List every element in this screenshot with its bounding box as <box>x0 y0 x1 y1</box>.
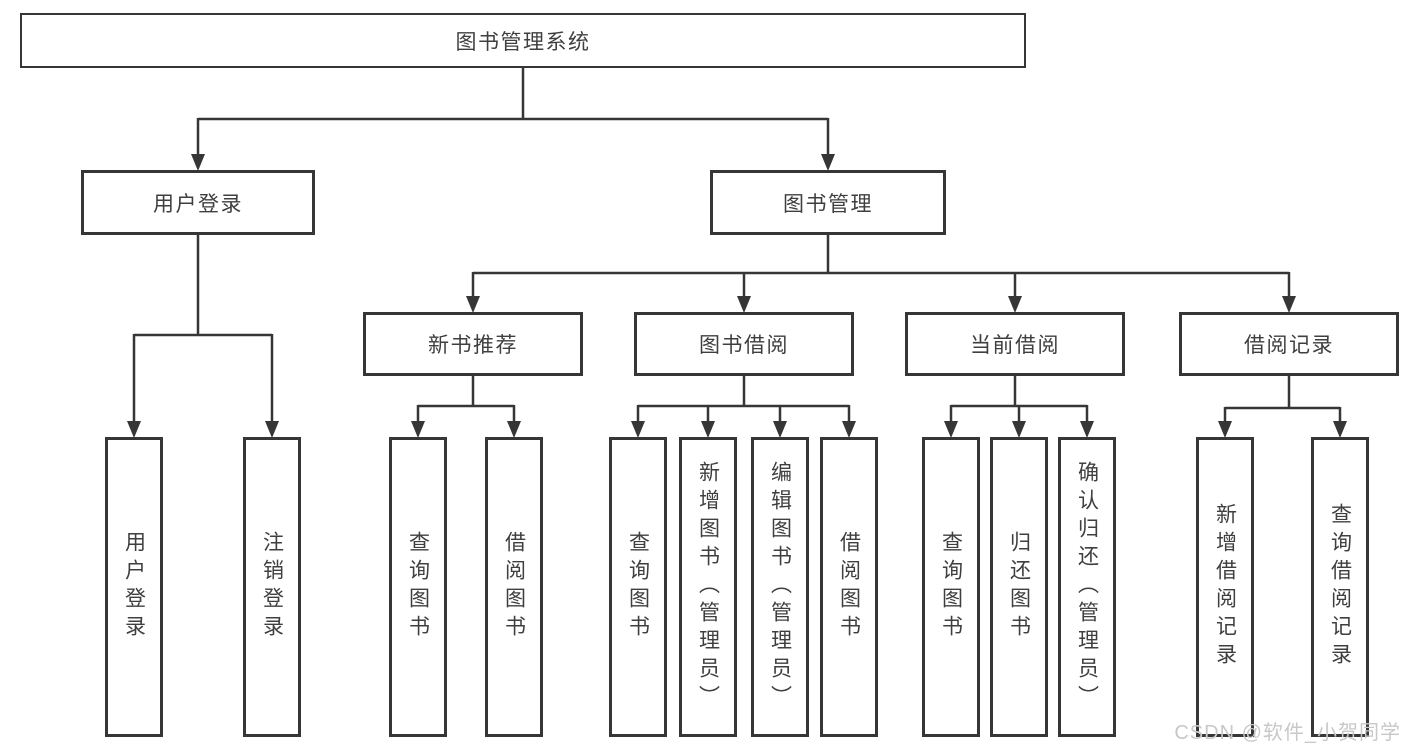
leaf-query-book-borrow-label: 查询图书 <box>626 531 650 643</box>
leaf-logout: 注销登录 <box>243 437 301 737</box>
node-current-borrow-label: 当前借阅 <box>970 334 1060 357</box>
leaf-borrow-book-recommend: 借阅图书 <box>485 437 543 737</box>
leaf-borrow-book: 借阅图书 <box>820 437 878 737</box>
node-user-login-label: 用户登录 <box>153 192 243 216</box>
leaf-query-book-borrow: 查询图书 <box>609 437 667 737</box>
node-user-login: 用户登录 <box>81 170 315 235</box>
node-book-management-label: 图书管理 <box>783 192 873 216</box>
leaf-borrow-book-label: 借阅图书 <box>837 531 861 643</box>
node-new-book-recommend: 新书推荐 <box>363 312 583 376</box>
leaf-user-login: 用户登录 <box>105 437 163 737</box>
leaf-return-book: 归还图书 <box>990 437 1048 737</box>
leaf-edit-book-admin: 编辑图书（管理员） <box>751 437 809 737</box>
leaf-add-borrow-record-label: 新增借阅记录 <box>1213 503 1237 671</box>
leaf-return-book-label: 归还图书 <box>1007 531 1031 643</box>
leaf-edit-book-admin-label: 编辑图书（管理员） <box>768 461 792 713</box>
leaf-query-book-current-label: 查询图书 <box>939 531 963 643</box>
leaf-add-book-admin: 新增图书（管理员） <box>679 437 737 737</box>
leaf-add-borrow-record: 新增借阅记录 <box>1196 437 1254 737</box>
leaf-confirm-return-admin-label: 确认归还（管理员） <box>1075 461 1099 713</box>
node-book-management: 图书管理 <box>710 170 946 235</box>
node-root: 图书管理系统 <box>20 13 1026 68</box>
leaf-user-login-label: 用户登录 <box>122 531 146 643</box>
node-root-label: 图书管理系统 <box>455 30 591 54</box>
leaf-query-book-current: 查询图书 <box>922 437 980 737</box>
leaf-confirm-return-admin: 确认归还（管理员） <box>1058 437 1116 737</box>
leaf-logout-label: 注销登录 <box>260 531 284 643</box>
leaf-query-book-recommend: 查询图书 <box>389 437 447 737</box>
leaf-query-borrow-record-label: 查询借阅记录 <box>1328 503 1352 671</box>
node-book-borrow: 图书借阅 <box>634 312 854 376</box>
leaf-borrow-book-recommend-label: 借阅图书 <box>502 531 526 643</box>
node-borrow-record: 借阅记录 <box>1179 312 1399 376</box>
node-book-borrow-label: 图书借阅 <box>699 334 789 357</box>
node-new-book-recommend-label: 新书推荐 <box>428 334 518 357</box>
csdn-watermark: CSDN @软件_小贺同学 <box>1174 722 1401 744</box>
node-borrow-record-label: 借阅记录 <box>1244 334 1334 357</box>
arrowheads <box>127 154 1347 438</box>
leaf-query-book-recommend-label: 查询图书 <box>406 531 430 643</box>
leaf-add-book-admin-label: 新增图书（管理员） <box>696 461 720 713</box>
leaf-query-borrow-record: 查询借阅记录 <box>1311 437 1369 737</box>
node-current-borrow: 当前借阅 <box>905 312 1125 376</box>
